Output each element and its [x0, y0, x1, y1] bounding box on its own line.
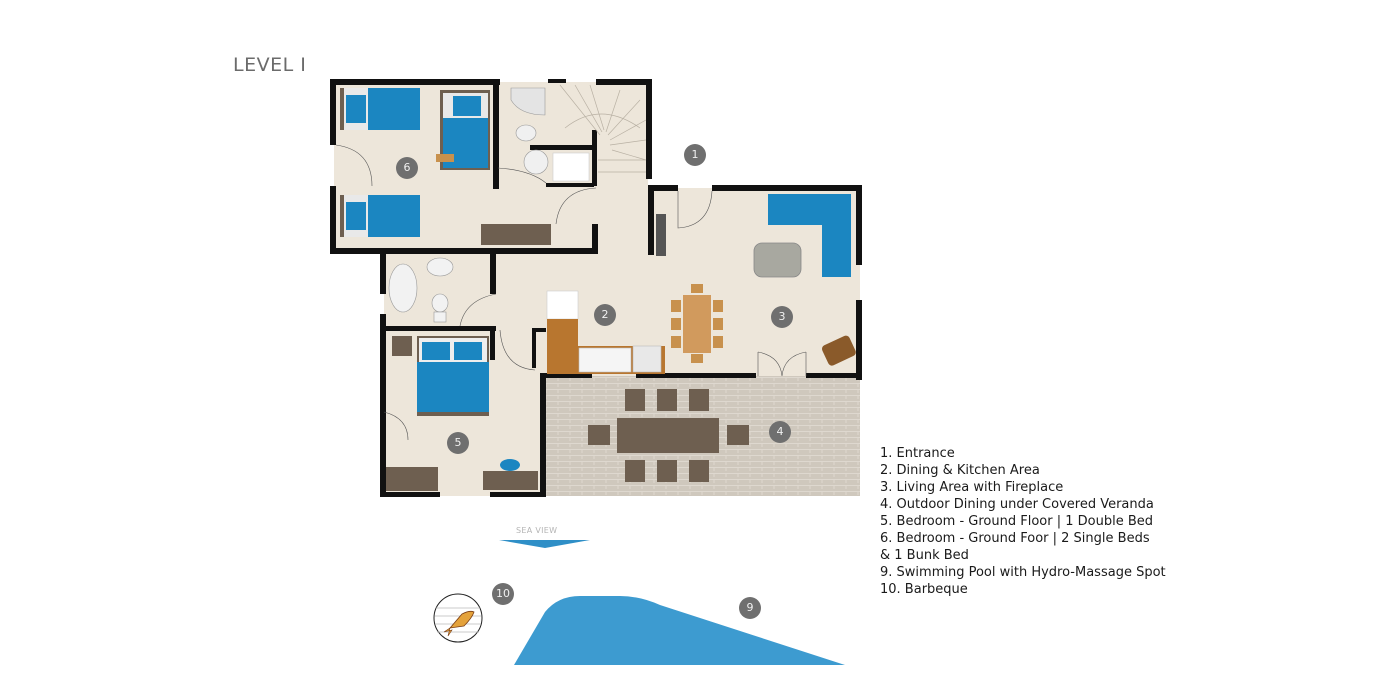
bedroom-6-furniture — [340, 88, 551, 245]
walls — [330, 79, 862, 497]
room-legend: 1. Entrance 2. Dining & Kitchen Area 3. … — [880, 445, 1166, 598]
sea-view-label: SEA VIEW — [516, 526, 558, 535]
marker-4-outdoor-dining: 4 — [769, 421, 791, 443]
legend-item: & 1 Bunk Bed — [880, 548, 969, 563]
veranda-table — [588, 389, 749, 482]
marker-1-entrance: 1 — [684, 144, 706, 166]
legend-item: 6. Bedroom - Ground Foor | 2 Single Beds — [880, 531, 1150, 546]
swimming-pool — [514, 596, 845, 665]
marker-2-dining-kitchen: 2 — [594, 304, 616, 326]
sea-view-arrow-icon — [499, 540, 590, 548]
bathroom-lower-fixtures — [388, 257, 454, 323]
marker-5-bedroom: 5 — [447, 432, 469, 454]
staircase — [559, 84, 647, 173]
marker-3-living-area: 3 — [771, 306, 793, 328]
legend-item: 9. Swimming Pool with Hydro-Massage Spot — [880, 565, 1166, 580]
legend-item: 4. Outdoor Dining under Covered Veranda — [880, 497, 1154, 512]
legend-item: 5. Bedroom - Ground Floor | 1 Double Bed — [880, 514, 1153, 529]
marker-10-barbeque: 10 — [492, 583, 514, 605]
legend-item: 3. Living Area with Fireplace — [880, 480, 1064, 495]
barbeque-icon — [433, 593, 483, 643]
doors — [335, 144, 807, 441]
legend-item: 10. Barbeque — [880, 582, 968, 597]
kitchen — [546, 290, 665, 374]
dining-table — [671, 284, 723, 363]
marker-9-pool: 9 — [739, 597, 761, 619]
marker-6-bedroom: 6 — [396, 157, 418, 179]
living-room-furniture — [656, 194, 856, 366]
legend-item: 2. Dining & Kitchen Area — [880, 463, 1040, 478]
bedroom-5-furniture — [386, 336, 538, 491]
legend-item: 1. Entrance — [880, 446, 955, 461]
bathroom-top-fixtures — [510, 87, 590, 182]
level-title: LEVEL I — [233, 54, 307, 76]
